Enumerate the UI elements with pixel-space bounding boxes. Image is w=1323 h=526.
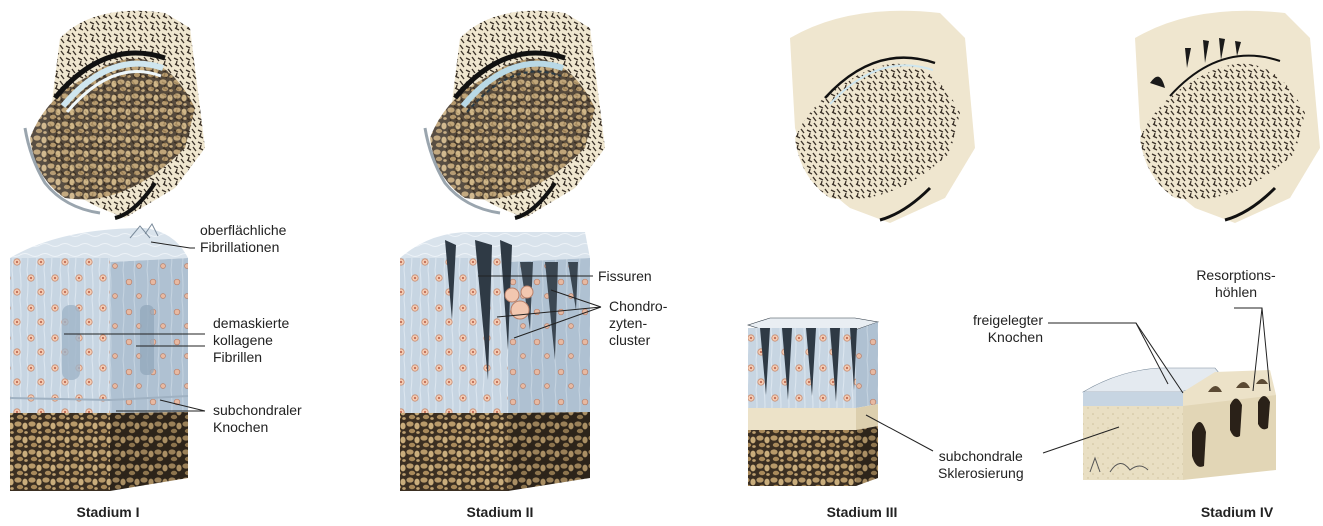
stage-title-2: Stadium II	[430, 504, 570, 520]
subchondral-bone-front	[748, 430, 856, 486]
sclerotic-bone-front	[748, 408, 856, 430]
cartilage-block-stage-2	[400, 232, 590, 491]
sclerotic-bone-front	[1083, 406, 1183, 480]
subchondral-bone-side	[508, 412, 590, 491]
subchondral-bone-front	[400, 413, 508, 491]
chondrocyte-cluster	[521, 286, 533, 298]
label-fissures: Fissuren	[598, 268, 652, 285]
hip-joint-stage-2	[425, 11, 605, 218]
resorption-cavity	[1258, 396, 1270, 429]
cartilage-block-stage-3	[748, 318, 878, 486]
hip-joint-stage-1	[25, 11, 205, 218]
subchondral-bone-side	[856, 426, 878, 486]
label-subchondral-sclerosis: subchondrale Sklerosierung	[938, 448, 1024, 482]
demasked-fibril-band	[62, 305, 80, 380]
label-demasked-fibrils: demaskierte kollagene Fibrillen	[213, 315, 289, 366]
cartilage-side-face	[856, 322, 878, 408]
chondrocyte-cluster	[505, 288, 519, 302]
cartilage-top-surface	[400, 232, 590, 262]
cartilage-block-stage-4	[1083, 368, 1276, 480]
subchondral-bone-front	[10, 413, 110, 491]
chondrocyte-cluster	[511, 301, 529, 319]
demasked-fibril-band	[140, 305, 154, 375]
stage-title-3: Stadium III	[792, 504, 932, 520]
resorption-cavity	[1230, 399, 1242, 438]
cartilage-top-surface	[10, 228, 188, 262]
sclerotic-bone-side	[856, 404, 878, 430]
cartilage-front-face	[10, 258, 110, 413]
hip-joint-stage-3	[790, 11, 975, 223]
stage-title-4: Stadium IV	[1167, 504, 1307, 520]
label-resorption-cavities: Resorptions- höhlen	[1181, 267, 1291, 301]
cartilage-block-stage-1	[10, 224, 188, 491]
stage-title-1: Stadium I	[38, 504, 178, 520]
label-chondrocyte-cluster: Chondro- zyten- cluster	[609, 298, 667, 349]
hip-joint-stage-4	[1135, 11, 1320, 223]
label-subchondral-bone: subchondraler Knochen	[213, 402, 302, 436]
cartilage-remnant-front	[1083, 392, 1183, 406]
label-surface-fibrillation: oberflächliche Fibrillationen	[200, 222, 286, 256]
label-exposed-bone: freigelegter Knochen	[955, 312, 1043, 346]
resorption-cavity	[1192, 422, 1206, 467]
subchondral-bone-side	[110, 412, 188, 491]
